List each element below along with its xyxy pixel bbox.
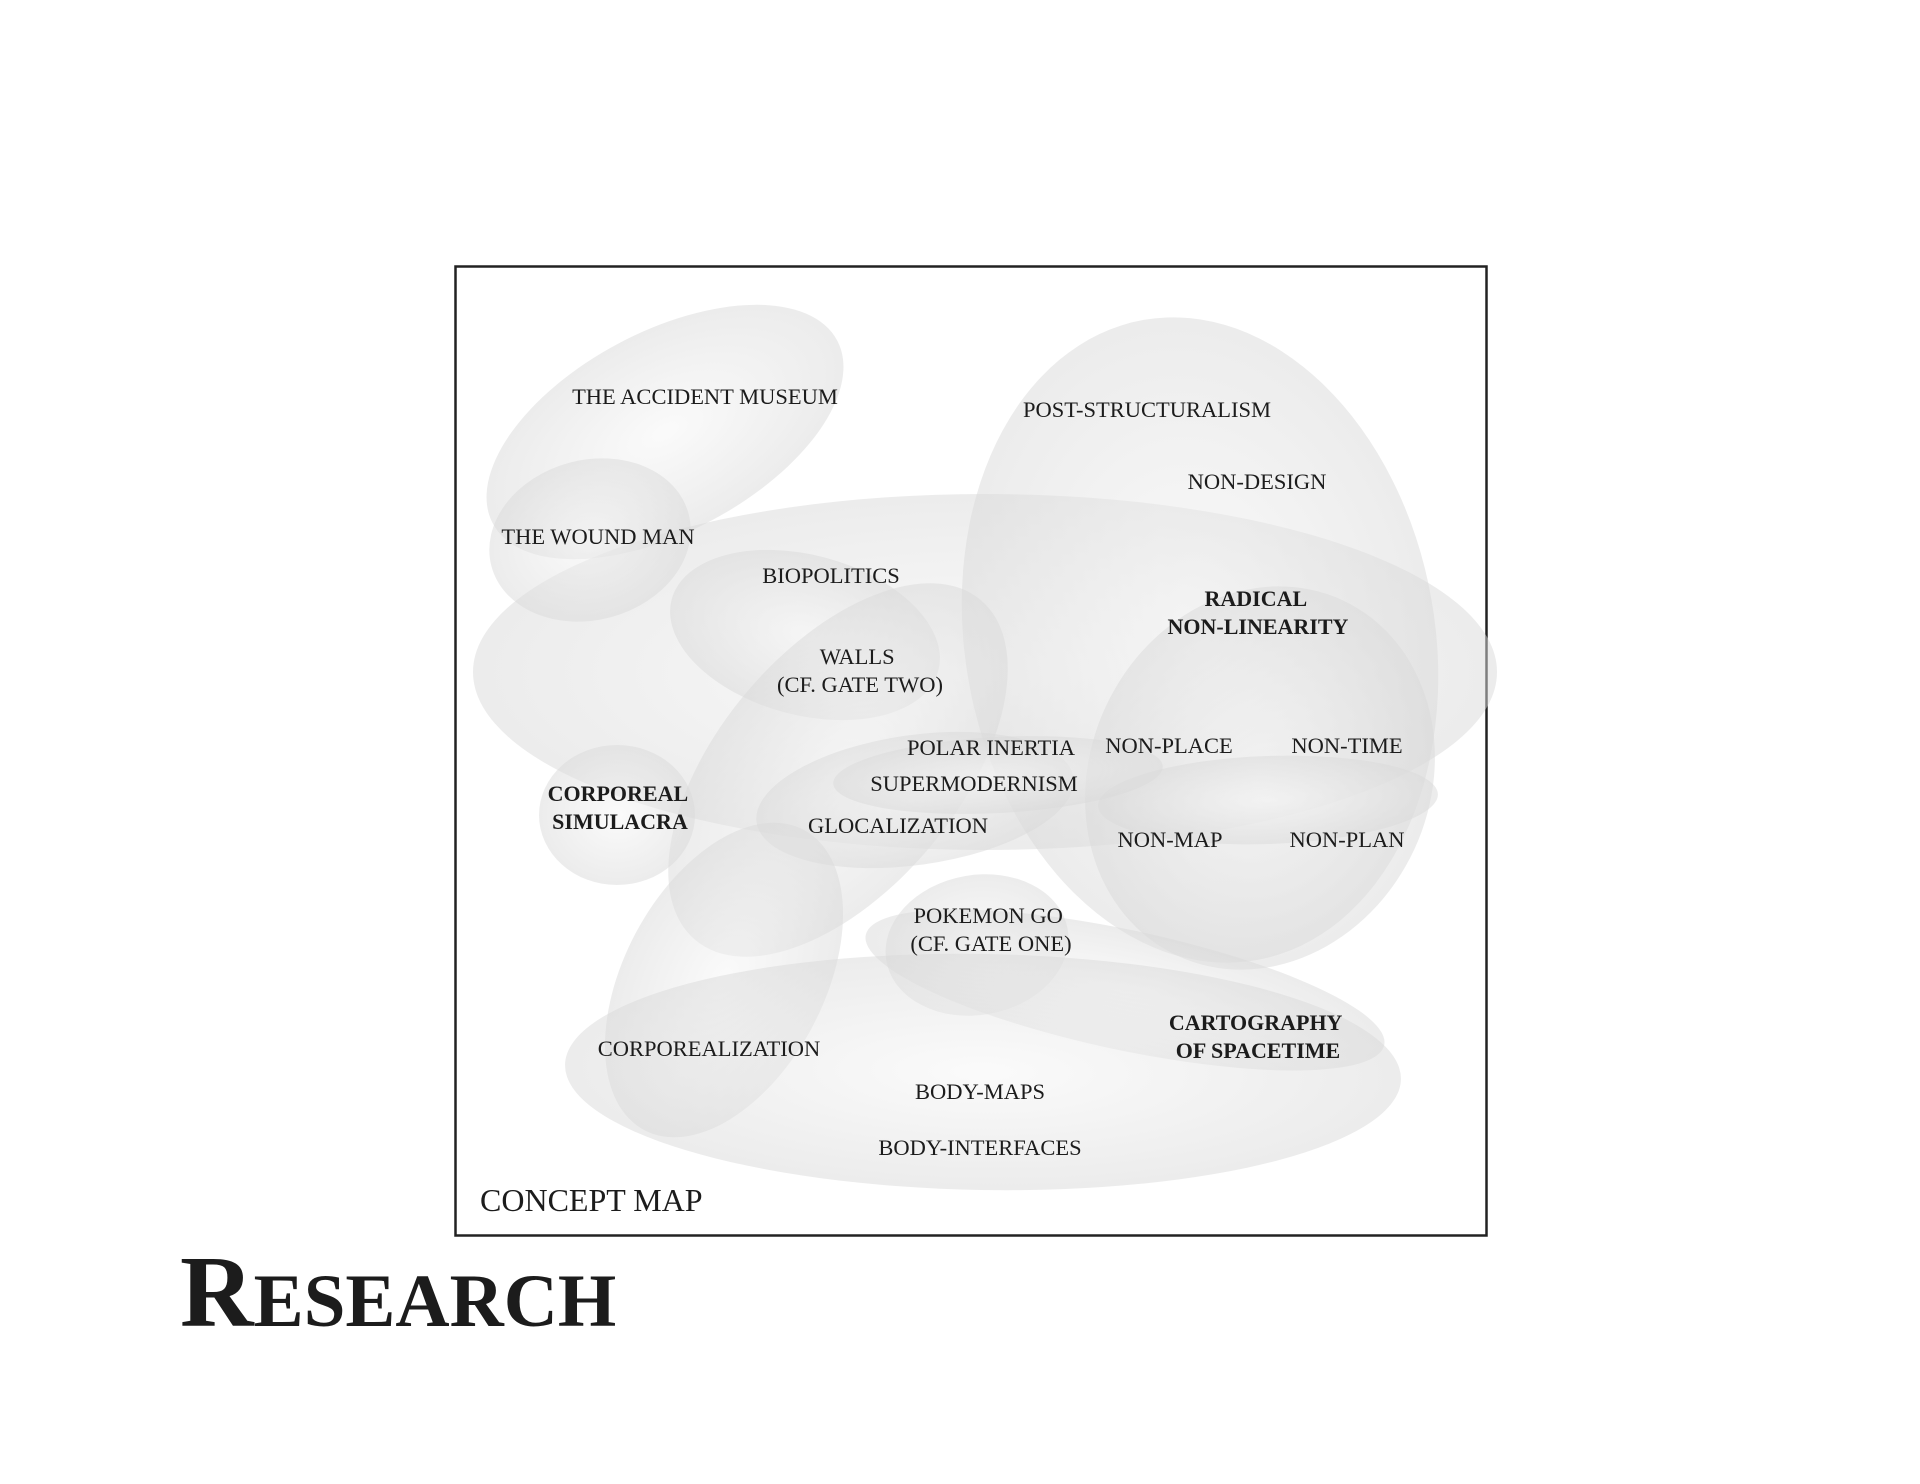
concept-cartography-of-spacetime: CARTOGRAPHY OF SPACETIME bbox=[1169, 1010, 1347, 1063]
page-title-initial: R bbox=[180, 1236, 255, 1349]
concept-glocalization: GLOCALIZATION bbox=[808, 813, 988, 838]
concept-map: THE ACCIDENT MUSEUM THE WOUND MAN POST-S… bbox=[454, 265, 1497, 1237]
concept-non-time: NON-TIME bbox=[1291, 733, 1402, 758]
concept-accident-museum: THE ACCIDENT MUSEUM bbox=[572, 384, 838, 409]
concept-polar-inertia: POLAR INERTIA bbox=[907, 735, 1076, 760]
concept-body-interfaces: BODY-INTERFACES bbox=[878, 1135, 1081, 1160]
concept-labels: THE ACCIDENT MUSEUM THE WOUND MAN POST-S… bbox=[501, 384, 1404, 1160]
concept-bubbles bbox=[473, 304, 1497, 1191]
concept-non-map: NON-MAP bbox=[1117, 827, 1222, 852]
concept-corporeal-simulacra: CORPOREAL SIMULACRA bbox=[548, 781, 693, 834]
concept-radical-non-linearity: RADICAL NON-LINEARITY bbox=[1168, 586, 1349, 639]
concept-walls: WALLS (CF. GATE TWO) bbox=[777, 644, 943, 697]
concept-wound-man: THE WOUND MAN bbox=[501, 524, 694, 549]
bubble-non-place bbox=[1098, 755, 1438, 845]
concept-supermodernism: SUPERMODERNISM bbox=[870, 771, 1078, 796]
bubble-corporeal-simulacra bbox=[539, 745, 695, 885]
concept-pokemon-go: POKEMON GO (CF. GATE ONE) bbox=[910, 903, 1071, 956]
concept-map-caption: CONCEPT MAP bbox=[480, 1182, 703, 1218]
concept-non-plan: NON-PLAN bbox=[1290, 827, 1405, 852]
concept-corporealization: CORPOREALIZATION bbox=[598, 1036, 821, 1061]
concept-post-structuralism: POST-STRUCTURALISM bbox=[1023, 397, 1271, 422]
concept-body-maps: BODY-MAPS bbox=[915, 1079, 1045, 1104]
bubble-polar-inertia bbox=[833, 736, 1163, 814]
concept-non-design: NON-DESIGN bbox=[1188, 469, 1327, 494]
page-title: RESEARCH bbox=[180, 1236, 616, 1349]
concept-biopolitics: BIOPOLITICS bbox=[762, 563, 900, 588]
bubble-body-maps bbox=[565, 953, 1401, 1191]
page-title-rest: ESEARCH bbox=[254, 1260, 617, 1343]
concept-non-place: NON-PLACE bbox=[1105, 733, 1233, 758]
bubble-wound-man bbox=[489, 458, 691, 622]
